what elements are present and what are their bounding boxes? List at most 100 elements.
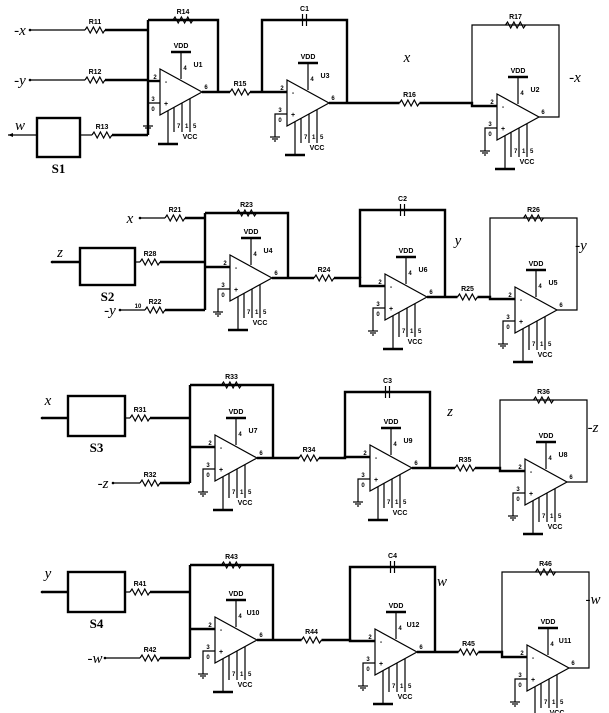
opamp-triangle: [524, 457, 569, 507]
pin-label: 7: [232, 672, 236, 678]
pin-label: 1: [312, 135, 316, 141]
feedback-wire: [489, 217, 578, 311]
input-resistor: [164, 213, 186, 223]
pin-label-noninverting: 3: [221, 283, 225, 289]
pin-label-noninverting: 3: [376, 302, 380, 308]
junction-dot: [40, 416, 44, 420]
pin-label-inverting: 2: [378, 280, 382, 286]
pin-label: 1: [255, 310, 259, 316]
opamp-plus-sign: +: [234, 287, 238, 294]
pin-label: 5: [248, 490, 252, 496]
resistor-zigzag: [505, 20, 526, 30]
pin-label-inverting: 2: [153, 75, 157, 81]
vdd-label: VDD: [301, 54, 316, 61]
pin-label-output: 6: [419, 645, 423, 651]
opamp-plus-sign: +: [501, 126, 505, 133]
noninv-wire: [217, 288, 230, 308]
noninv-wire: [362, 662, 375, 682]
resistor-label: R22: [149, 299, 162, 306]
pin-label: 1: [395, 500, 399, 506]
resistor-label: R25: [461, 286, 474, 293]
opamp-minus-sign: -: [292, 90, 295, 97]
pin-label-noninverting: 3: [206, 463, 210, 469]
block-resistor: [139, 257, 161, 267]
pin-label: 1: [410, 329, 414, 335]
resistor-label: R14: [177, 9, 190, 16]
input-label: -z: [98, 476, 109, 492]
noninv-wire: [202, 468, 215, 488]
block-io-label: w: [15, 118, 25, 134]
integrator-feedback-wire: [343, 390, 432, 468]
resistor-label: R41: [134, 581, 147, 588]
pin-label: 7: [304, 135, 308, 141]
junction-dot: [50, 260, 54, 264]
pin-label: 1: [522, 149, 526, 155]
noninv-wire: [202, 650, 215, 670]
pin-label: 5: [418, 329, 422, 335]
resistor-label: R17: [509, 14, 522, 21]
opamp-plus-sign: +: [519, 319, 523, 326]
pin-label-ground: 0: [221, 293, 225, 299]
resistor-zigzag: [172, 15, 194, 25]
pin-label: 1: [550, 514, 554, 520]
pin-label: 7: [232, 490, 236, 496]
pin-label-ground: 0: [151, 107, 155, 113]
pin-label-output: 6: [569, 475, 573, 481]
resistor-label: R43: [225, 554, 238, 561]
resistor-label: R11: [89, 19, 102, 26]
vdd-label: VDD: [399, 248, 414, 255]
noninv-wire: [502, 320, 515, 340]
junction-dot: [103, 656, 107, 660]
pin-label-output: 6: [429, 290, 433, 296]
input-label: -y: [104, 303, 116, 319]
coupling-resistor: [301, 635, 322, 645]
integrator-feedback-wire: [260, 18, 349, 103]
pin-label-output: 6: [331, 96, 335, 102]
opamp-label: U5: [549, 280, 558, 287]
pin-label-output: 6: [274, 271, 278, 277]
pin-label-inverting: 2: [363, 451, 367, 457]
resistor-zigzag: [129, 587, 151, 597]
opamp-label: U7: [249, 428, 258, 435]
resistor-label: R34: [303, 447, 316, 454]
vdd-label: VDD: [529, 261, 544, 268]
coupling-resistor: [458, 647, 479, 657]
pin-label-output: 6: [559, 303, 563, 309]
block-label: S2: [101, 289, 115, 304]
resistor-zigzag: [535, 567, 556, 577]
block-resistor: [129, 413, 151, 423]
opamp-label: U3: [321, 73, 330, 80]
input-resistor: [84, 75, 106, 85]
wire: [478, 650, 527, 659]
opamp-plus-sign: +: [219, 467, 223, 474]
junction-dot: [40, 590, 44, 594]
vcc-label: VCC: [520, 159, 535, 166]
resistor-label: R23: [240, 202, 253, 209]
pin-label-inverting: 2: [208, 623, 212, 629]
opamp-triangle: [229, 253, 274, 303]
resistor-zigzag: [523, 213, 544, 223]
pin-label-ground: 0: [278, 118, 282, 124]
opamp-triangle: [384, 272, 429, 322]
pin-label-ground: 0: [206, 473, 210, 479]
opamp-minus-sign: -: [165, 79, 168, 86]
opamp-minus-sign: -: [532, 655, 535, 662]
pin-label-vdd: 4: [238, 614, 242, 620]
arrow-icon: [8, 133, 13, 137]
resistor-label: R24: [318, 267, 331, 274]
pin-label-ground: 0: [206, 655, 210, 661]
feedback-wire: [471, 24, 560, 118]
resistor-zigzag: [229, 87, 251, 97]
pin-label-inverting: 2: [223, 261, 227, 267]
noninv-wire: [357, 478, 370, 498]
opamp-plus-sign: +: [164, 101, 168, 108]
integrator-feedback-wire: [348, 565, 437, 652]
pin-label: 5: [408, 684, 412, 690]
noninv-wire: [512, 492, 525, 512]
pin-label: 7: [532, 342, 536, 348]
coupling-resistor: [399, 98, 420, 108]
coupling-resistor: [454, 463, 476, 473]
opamp-minus-sign: -: [520, 297, 523, 304]
resistor-zigzag: [457, 292, 478, 302]
